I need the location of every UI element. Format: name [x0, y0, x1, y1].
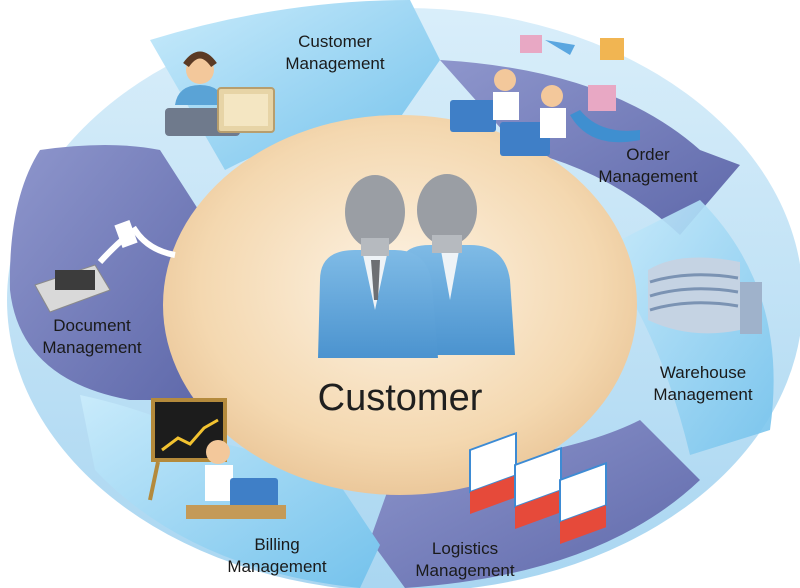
delivery-trucks-icon	[469, 431, 607, 544]
billing-chart-icon	[148, 398, 286, 519]
center-title: Customer	[318, 377, 483, 419]
label-warehouse-line2: Management	[653, 385, 753, 404]
label-warehouse-line1: Warehouse	[660, 363, 746, 382]
document-printer-icon	[34, 219, 176, 313]
customers-icon	[318, 174, 515, 358]
label-customer-line2: Management	[285, 54, 385, 73]
label-billing-line2: Management	[227, 557, 327, 576]
label-document-line1: Document	[53, 316, 131, 335]
label-billing-line1: Billing	[254, 535, 299, 554]
warehouse-building-icon	[648, 257, 762, 334]
label-order-line2: Management	[598, 167, 698, 186]
support-agent-icon	[165, 51, 275, 136]
label-customer-line1: Customer	[298, 32, 372, 51]
segment-document-bg	[9, 145, 210, 400]
label-logistics-line1: Logistics	[432, 539, 498, 558]
order-team-icon	[450, 35, 640, 156]
label-order-line1: Order	[626, 145, 670, 164]
label-logistics-line2: Management	[415, 561, 515, 580]
label-document-line2: Management	[42, 338, 142, 357]
